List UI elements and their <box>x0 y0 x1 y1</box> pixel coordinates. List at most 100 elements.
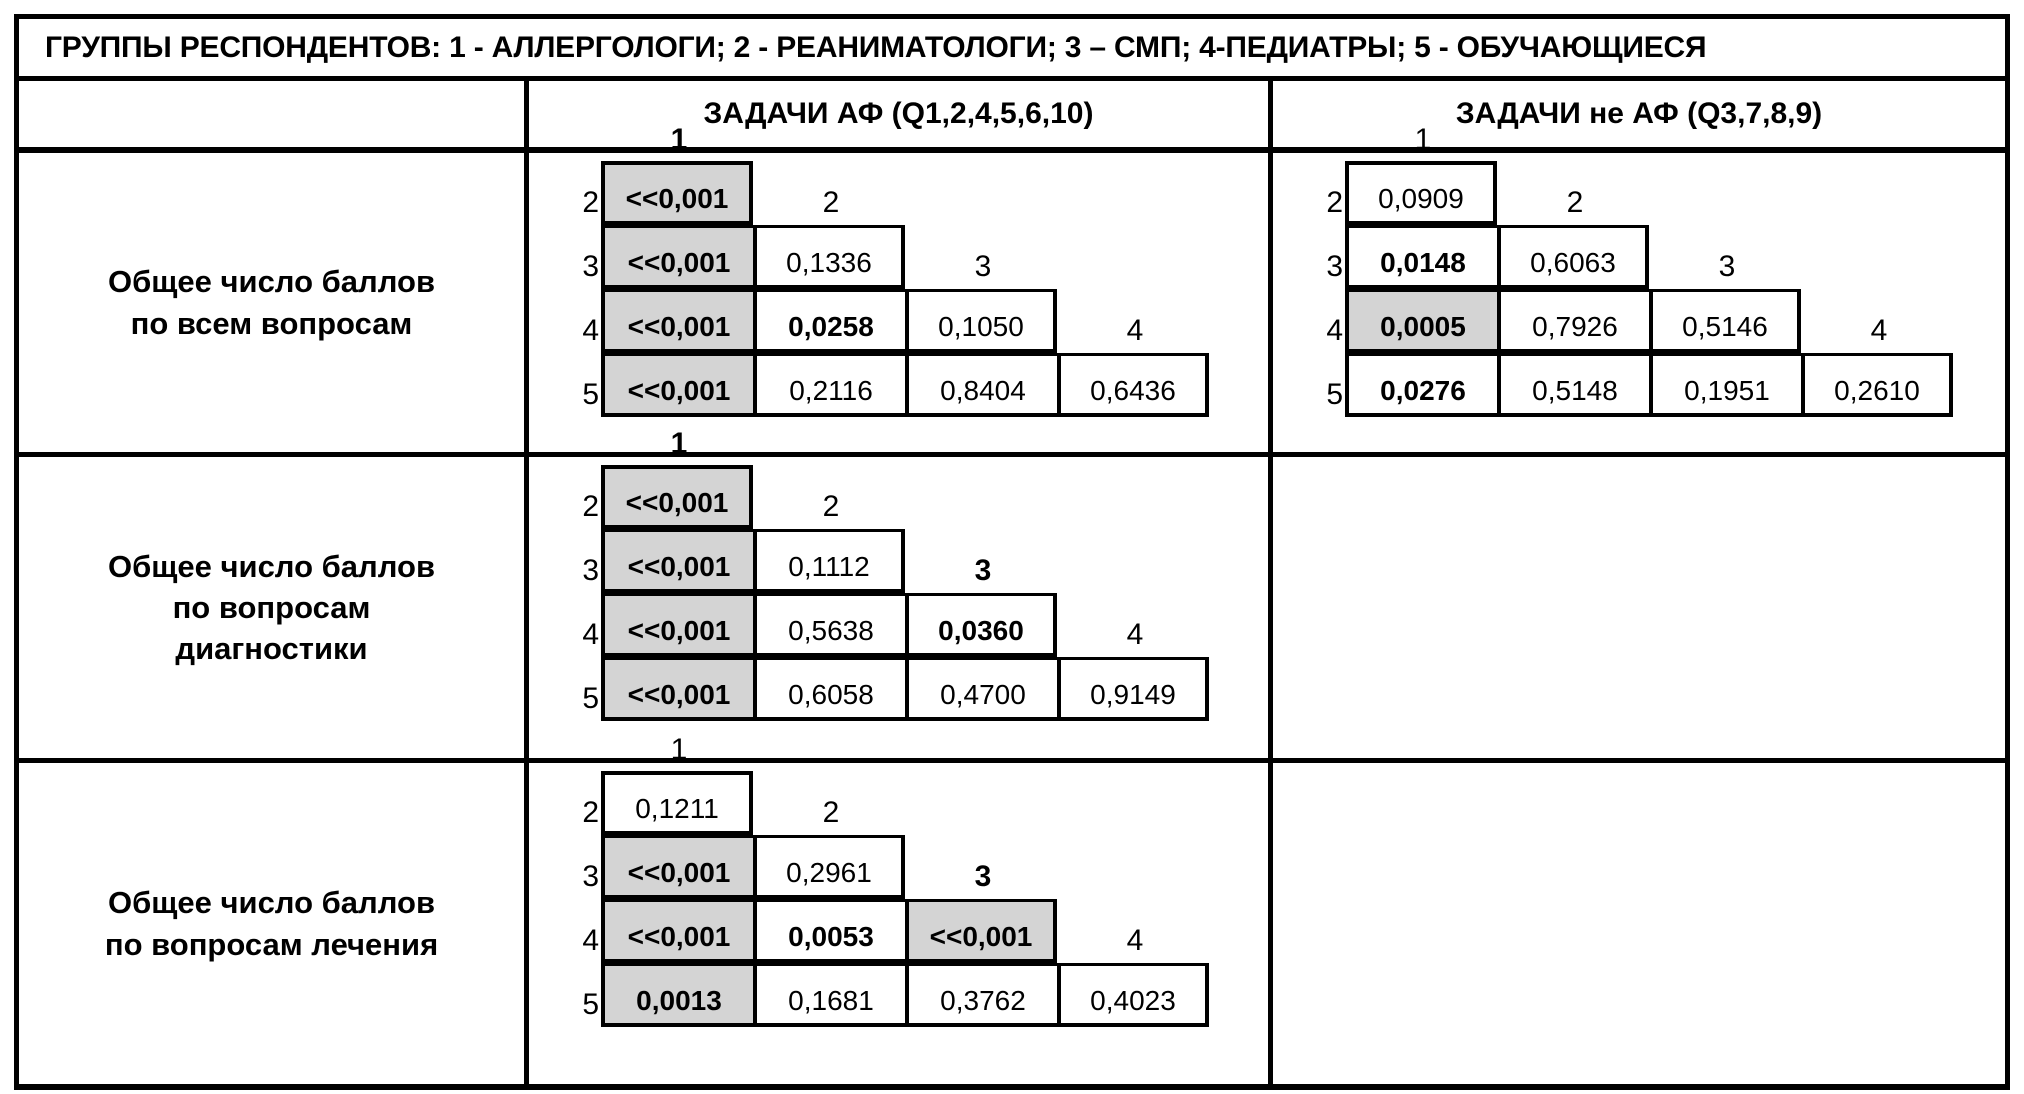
matrix-column-number: 1 <box>1414 123 1432 156</box>
matrix-cell: <<0,001 <box>601 899 753 963</box>
matrix-cell: 0,0148 <box>1345 225 1497 289</box>
column-header-band: ЗАДАЧИ АФ (Q1,2,4,5,6,10) ЗАДАЧИ не АФ (… <box>19 81 2005 153</box>
matrix-cell: 0,1951 <box>1649 353 1801 417</box>
header-not-af-label: ЗАДАЧИ не АФ (Q3,7,8,9) <box>1455 97 1823 130</box>
row-label-line: Общее число баллов <box>108 548 435 584</box>
matrix-column-number: 1 <box>670 733 688 766</box>
matrix-cell: 0,1681 <box>753 963 905 1027</box>
matrix-row-number: 5 <box>582 682 599 715</box>
matrix-cell: <<0,001 <box>601 289 753 353</box>
matrix-column-number: 2 <box>822 490 840 523</box>
matrix-column-number: 2 <box>1566 186 1584 219</box>
matrix-row-number: 2 <box>1326 186 1343 219</box>
header-af-label: ЗАДАЧИ АФ (Q1,2,4,5,6,10) <box>703 97 1094 130</box>
row-label-cell: Общее число баллов по вопросам лечения <box>19 763 529 1084</box>
matrix-row-number: 2 <box>582 796 599 829</box>
matrix-row-number: 2 <box>582 490 599 523</box>
matrix-cell: 0,3762 <box>905 963 1057 1027</box>
matrix-column-number: 3 <box>974 554 992 587</box>
matrix-column-number: 1 <box>670 123 688 156</box>
matrix-column-number: 3 <box>1718 250 1736 283</box>
header-label-column <box>19 81 529 147</box>
matrix-row-number: 3 <box>1326 250 1343 283</box>
table-title-band: ГРУППЫ РЕСПОНДЕНТОВ: 1 - АЛЛЕРГОЛОГИ; 2 … <box>19 19 2005 81</box>
matrix-column-number: 4 <box>1870 314 1888 347</box>
matrix-column-number: 2 <box>822 186 840 219</box>
matrix-row-number: 4 <box>582 924 599 957</box>
matrix-cell: 0,8404 <box>905 353 1057 417</box>
matrix-cell: 0,0258 <box>753 289 905 353</box>
matrix-row-number: 4 <box>1326 314 1343 347</box>
matrix-cell: 0,5638 <box>753 593 905 657</box>
matrix-column-number: 1 <box>670 427 688 460</box>
matrix-cell: 0,7926 <box>1497 289 1649 353</box>
matrix-cell: 0,6058 <box>753 657 905 721</box>
matrix-row-number: 2 <box>582 186 599 219</box>
row-label-line: по вопросам лечения <box>104 926 439 962</box>
row-not-af-cell <box>1273 763 2005 1084</box>
matrix-cell: <<0,001 <box>601 225 753 289</box>
matrix-cell: 0,0005 <box>1345 289 1497 353</box>
row-label-line: диагностики <box>175 631 368 667</box>
matrix-column-number: 2 <box>822 796 840 829</box>
matrix-cell: 0,2116 <box>753 353 905 417</box>
matrix-row-number: 5 <box>1326 378 1343 411</box>
matrix-column-number: 4 <box>1126 314 1144 347</box>
matrix-cell: <<0,001 <box>601 529 753 593</box>
matrix-cell: <<0,001 <box>601 835 753 899</box>
matrix-cell: 0,0053 <box>753 899 905 963</box>
matrix-cell: <<0,001 <box>601 353 753 417</box>
matrix-cell: <<0,001 <box>601 593 753 657</box>
row-label-line: Общее число баллов <box>108 885 435 921</box>
row-not-af-cell <box>1273 457 2005 758</box>
table-frame: ГРУППЫ РЕСПОНДЕНТОВ: 1 - АЛЛЕРГОЛОГИ; 2 … <box>14 14 2010 1090</box>
header-af-column: ЗАДАЧИ АФ (Q1,2,4,5,6,10) <box>529 81 1273 147</box>
matrix-column-number: 4 <box>1126 924 1144 957</box>
matrix-row-number: 3 <box>582 554 599 587</box>
matrix-column-number: 3 <box>974 250 992 283</box>
matrix-row-number: 4 <box>582 618 599 651</box>
matrix-column-number: 3 <box>974 860 992 893</box>
matrix-row-number: 5 <box>582 378 599 411</box>
header-not-af-column: ЗАДАЧИ не АФ (Q3,7,8,9) <box>1273 81 2005 147</box>
row-label-line: по всем вопросам <box>130 305 413 341</box>
